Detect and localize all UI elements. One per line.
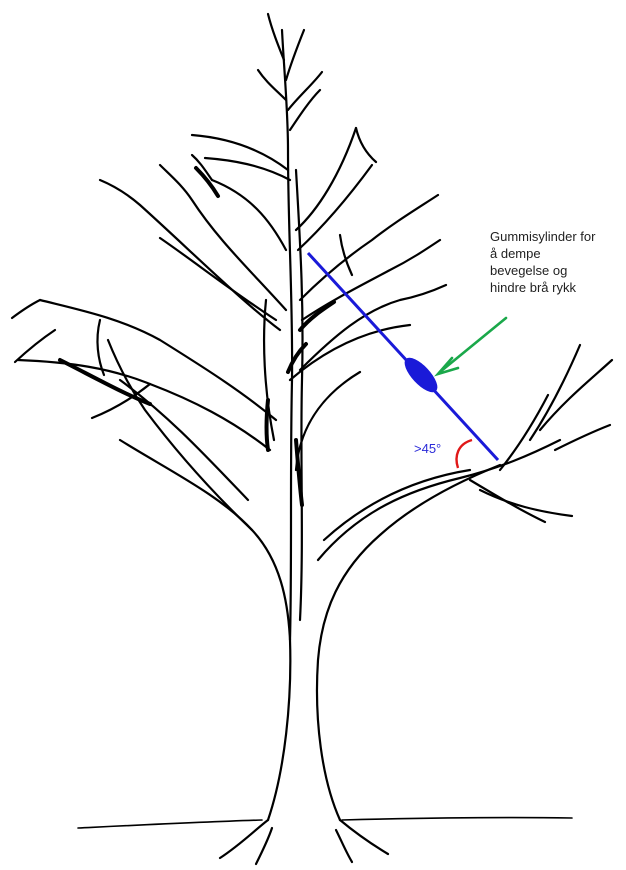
branch-left-limb xyxy=(108,340,252,530)
trunk-right-edge xyxy=(317,465,500,820)
label-line-1: Gummisylinder for xyxy=(490,228,595,245)
branch-mid-right-1 xyxy=(300,195,438,300)
branch-right-tip-2 xyxy=(540,360,612,430)
ground-line-left xyxy=(78,820,262,828)
angle-label: >45° xyxy=(414,441,441,456)
branch-upper-right-c xyxy=(356,128,376,162)
ground-lines xyxy=(78,818,572,828)
label-line-3: bevegelse og xyxy=(490,262,595,279)
angle-arc xyxy=(457,440,472,468)
branch-mid-right-4 xyxy=(290,325,410,380)
root-right xyxy=(340,820,388,854)
branch-center-fork-right xyxy=(296,372,360,470)
root-right-2 xyxy=(336,830,352,862)
branch-upper-right xyxy=(296,128,356,230)
branch-top-4 xyxy=(258,70,286,100)
branch-left-arm-bottom xyxy=(18,360,270,450)
trunk-left-edge xyxy=(120,440,290,820)
leader-left xyxy=(282,30,292,640)
branch-left-arm-tip-2 xyxy=(15,330,55,362)
leader-right xyxy=(296,170,303,620)
branch-top-5 xyxy=(290,90,320,130)
branch-right-tip-6 xyxy=(500,395,548,470)
ground-line-right xyxy=(342,818,572,820)
branch-top-2 xyxy=(286,30,304,80)
support-cable xyxy=(308,253,498,460)
label-line-4: hindre brå rykk xyxy=(490,279,595,296)
branch-right-tip-1 xyxy=(530,345,580,440)
branch-right-tip-3 xyxy=(555,425,610,450)
branch-mid-left xyxy=(160,165,286,310)
branch-left-arm-sub-2 xyxy=(97,320,104,375)
branch-left-arm-top xyxy=(40,300,276,420)
label-line-2: å dempe xyxy=(490,245,595,262)
rubber-cylinder-label: Gummisylinder for å dempe bevegelse og h… xyxy=(490,228,595,296)
root-left-2 xyxy=(256,828,272,864)
branch-right-limb xyxy=(318,440,560,560)
branch-upper-left xyxy=(192,135,288,170)
tree-outline xyxy=(12,14,612,864)
annotation-arrow xyxy=(438,318,506,374)
branch-left-arm-tip-1 xyxy=(12,300,40,318)
branch-mid-left-2 xyxy=(100,180,280,330)
branch-top-3 xyxy=(288,72,322,110)
